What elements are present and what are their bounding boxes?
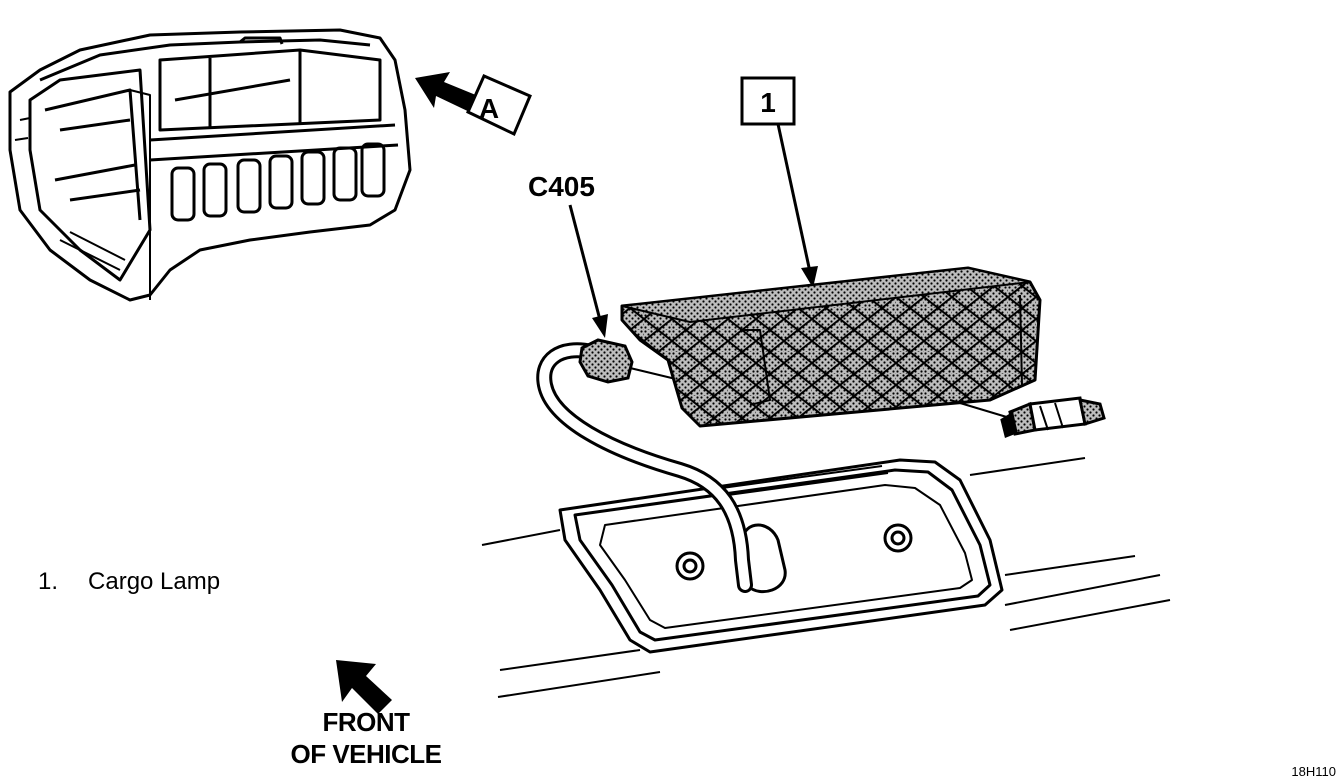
view-callout-a: A <box>466 74 532 137</box>
connector-callout: C405 <box>528 171 608 338</box>
front-label-line1: FRONT <box>322 707 410 737</box>
front-arrow <box>336 660 392 714</box>
headliner-lines <box>481 457 1171 698</box>
figure-code: 18H110 <box>1291 764 1336 779</box>
legend: 1. Cargo Lamp <box>38 568 220 596</box>
view-letter: A <box>479 93 499 124</box>
lamp-bracket <box>558 458 1004 654</box>
item-number: 1 <box>760 87 776 118</box>
truck-cab-inset <box>8 28 412 302</box>
item-callout-1: 1 <box>740 76 818 288</box>
cargo-lamp <box>620 266 1042 428</box>
connector-c405 <box>578 338 681 384</box>
connector-label: C405 <box>528 171 595 202</box>
front-of-vehicle-label: FRONT OF VEHICLE <box>280 706 452 770</box>
legend-item-label: Cargo Lamp <box>88 568 221 595</box>
lamp-bulb <box>949 396 1106 439</box>
wire-harness <box>536 342 753 593</box>
legend-item-number: 1. <box>38 568 59 595</box>
front-label-line2: OF VEHICLE <box>290 739 442 769</box>
